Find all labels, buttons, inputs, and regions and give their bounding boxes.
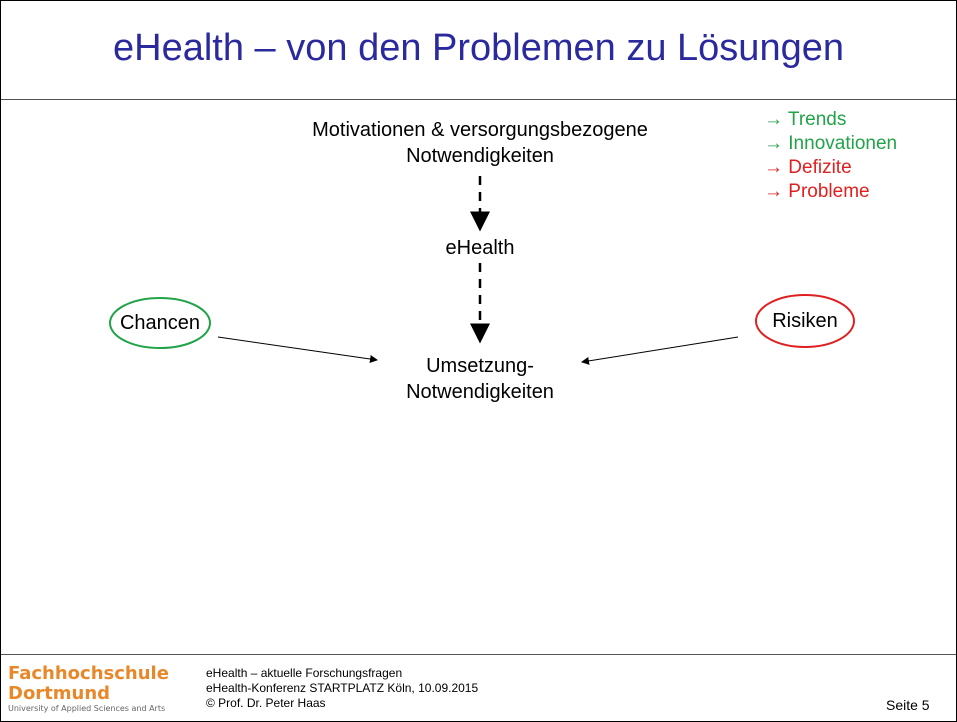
page-number: Seite 5: [886, 697, 930, 713]
node-ehealth: eHealth: [445, 237, 515, 259]
logo-line1: Fachhochschule: [8, 663, 169, 684]
node-umsetzung-line1: Umsetzung-: [426, 355, 534, 377]
footer-divider: [1, 654, 956, 655]
risiken-ellipse: [755, 294, 855, 348]
legend-item-probleme: → Probleme: [764, 181, 870, 202]
footer-line2: eHealth-Konferenz STARTPLATZ Köln, 10.09…: [206, 681, 479, 695]
node-risiken: Risiken: [772, 310, 838, 332]
chancen-ellipse: [109, 297, 211, 349]
slide-title: eHealth – von den Problemen zu Lösungen: [113, 27, 844, 69]
node-motivation-line1: Motivationen & versorgungsbezogene: [312, 119, 648, 141]
node-umsetzung-line2: Notwendigkeiten: [406, 381, 554, 403]
legend-item-innovationen: → Innovationen: [764, 133, 898, 154]
logo-line3: University of Applied Sciences and Arts: [8, 704, 166, 713]
node-motivation: Motivationen & versorgungsbezogene Notwe…: [280, 117, 680, 169]
footer-line3: © Prof. Dr. Peter Haas: [206, 696, 326, 710]
logo-line2: Dortmund: [8, 683, 111, 704]
node-motivation-line2: Notwendigkeiten: [406, 145, 554, 167]
footer-info: eHealth – aktuelle Forschungsfragen eHea…: [206, 666, 478, 711]
institution-logo: Fachhochschule Dortmund University of Ap…: [8, 663, 169, 714]
node-chancen: Chancen: [119, 312, 201, 334]
legend: → Trends → Innovationen → Defizite → Pro…: [764, 108, 897, 204]
arrow-chancen-to-umsetzung: [217, 336, 378, 363]
legend-item-defizite: → Defizite: [764, 157, 852, 178]
arrow-risiken-to-umsetzung: [581, 336, 739, 365]
footer-line1: eHealth – aktuelle Forschungsfragen: [206, 666, 403, 680]
node-umsetzung: Umsetzung- Notwendigkeiten: [380, 353, 580, 405]
diagram-connectors: [109, 176, 855, 365]
legend-item-trends: → Trends: [764, 109, 847, 130]
title-divider: [1, 99, 956, 100]
